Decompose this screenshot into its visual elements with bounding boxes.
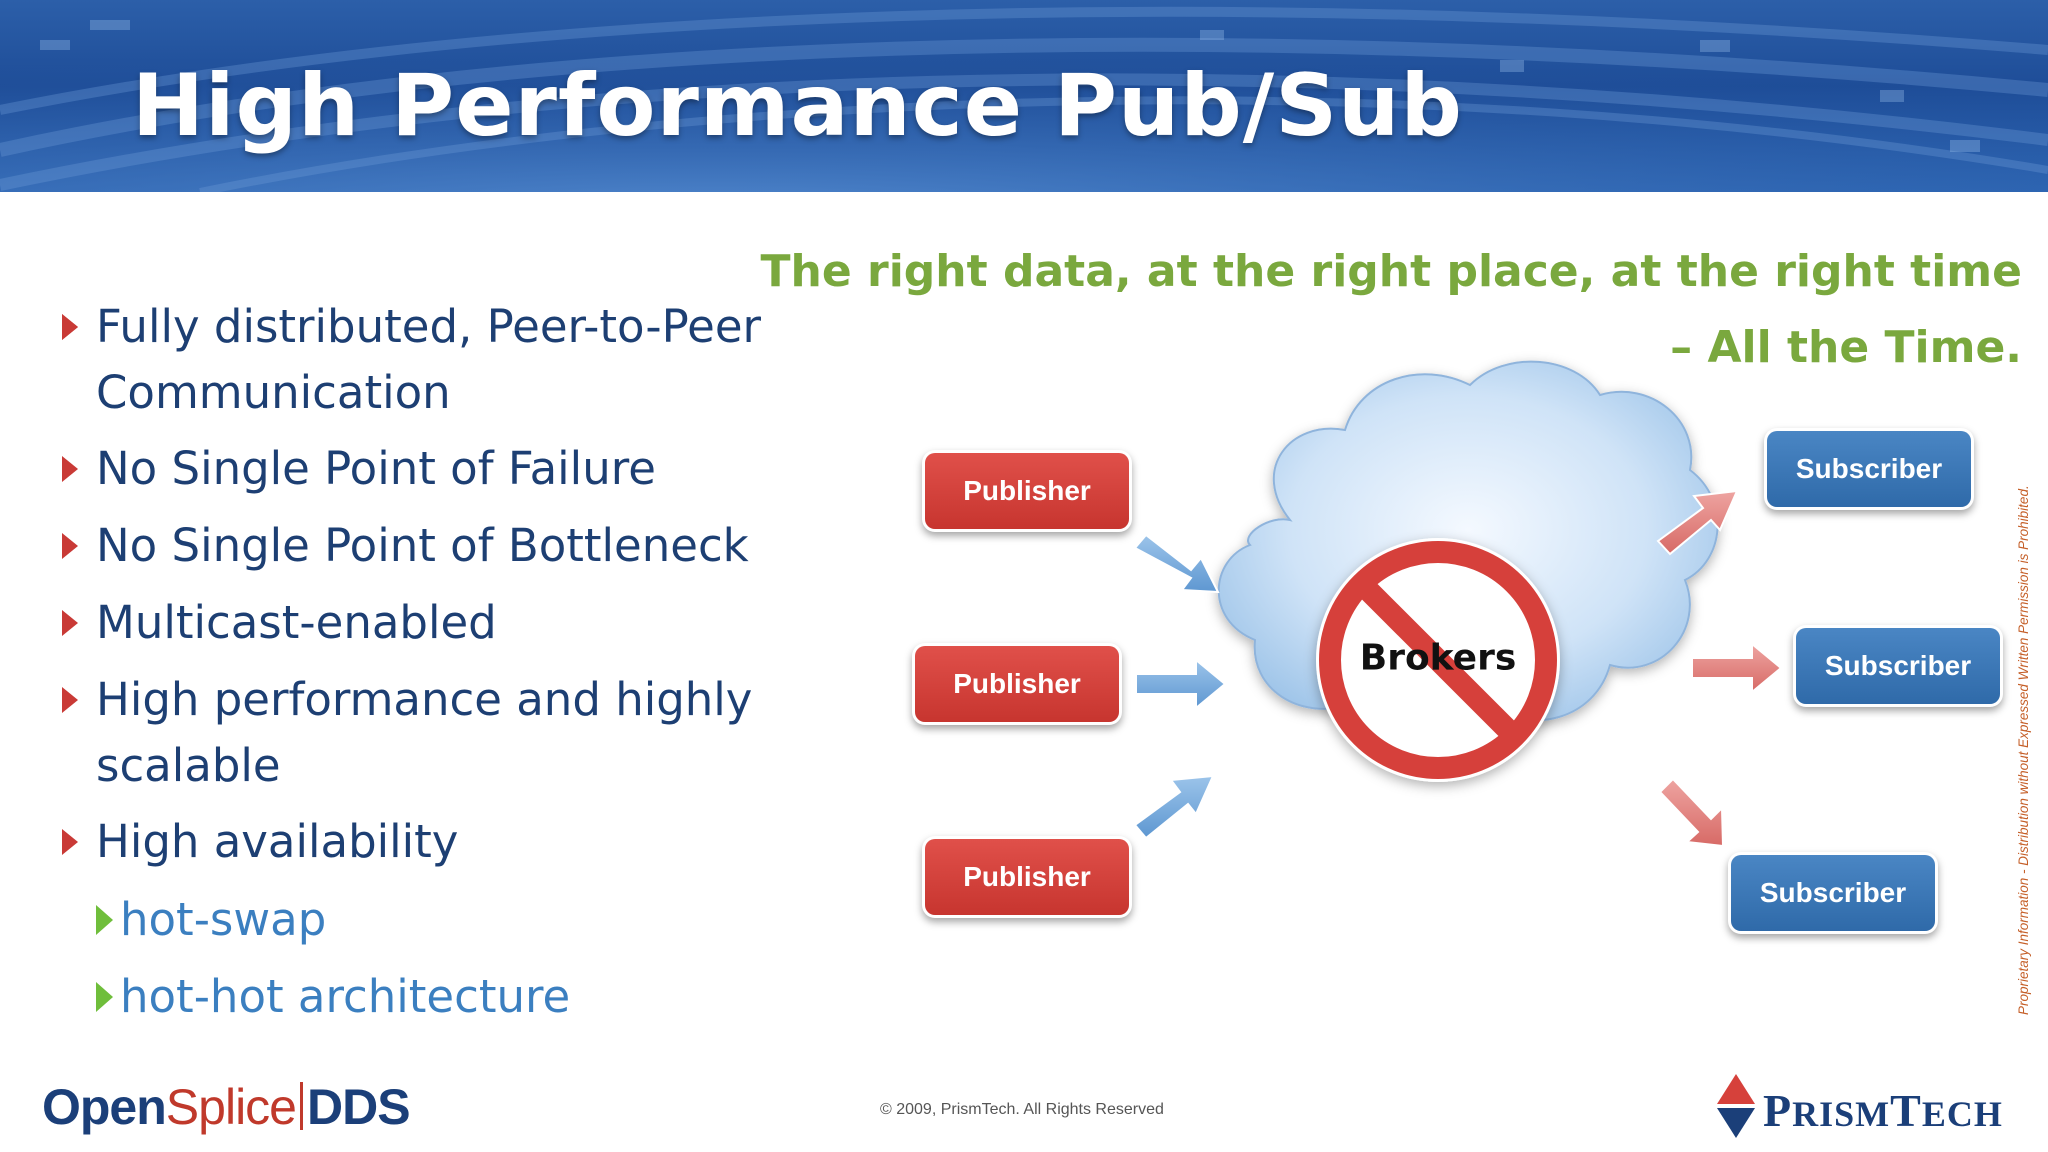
- arrow-subscriber-2-icon: [1691, 641, 1783, 695]
- arrow-publisher-1-icon: [1133, 533, 1220, 594]
- prismtech-wordmark: PRISMTECH: [1763, 1085, 2003, 1136]
- logo-text-open: Open: [42, 1079, 167, 1135]
- header-banner: High Performance Pub/Sub: [0, 0, 2048, 192]
- publisher-box-1: Publisher: [925, 453, 1129, 529]
- subscriber-box-2: Subscriber: [1796, 628, 2000, 704]
- publisher-box-3: Publisher: [925, 839, 1129, 915]
- bullet-arrow-icon: [62, 829, 78, 855]
- prismtech-logo: PRISMTECH: [1713, 1072, 2023, 1142]
- bullet-text: No Single Point of Bottleneck: [96, 519, 749, 572]
- subscriber-box-3: Subscriber: [1731, 855, 1935, 931]
- logo-text-splice: Splice: [165, 1079, 297, 1135]
- arrow-subscriber-1-icon: [1656, 489, 1739, 556]
- sub-bullet-text: hot-swap: [120, 893, 327, 946]
- sub-bullet-arrow-icon: [96, 905, 113, 935]
- bullet-text: High availability: [96, 815, 459, 868]
- logo-divider: [299, 1082, 303, 1130]
- bullet-arrow-icon: [62, 610, 78, 636]
- sub-bullet-arrow-icon: [96, 982, 113, 1012]
- subscriber-box-1: Subscriber: [1767, 431, 1971, 507]
- tagline-line-2: – All the Time.: [1670, 322, 2022, 373]
- publisher-box-2: Publisher: [915, 646, 1119, 722]
- no-brokers-sign-icon: [1316, 538, 1560, 782]
- arrow-subscriber-3-icon: [1658, 777, 1725, 848]
- bullet-text-continued: Communication: [96, 366, 451, 419]
- arrow-publisher-3-icon: [1133, 774, 1215, 840]
- logo-text-dds: DDS: [306, 1079, 411, 1135]
- bullet-arrow-icon: [62, 456, 78, 482]
- sub-bullet-text: hot-hot architecture: [120, 970, 571, 1023]
- bullet-text: Fully distributed, Peer-to-Peer: [96, 300, 762, 353]
- bullet-arrow-icon: [62, 533, 78, 559]
- slide-title: High Performance Pub/Sub: [132, 56, 1463, 156]
- bullet-text-continued: scalable: [96, 739, 281, 792]
- prism-triangle-icon: [1717, 1074, 1755, 1138]
- copyright-text: © 2009, PrismTech. All Rights Reserved: [880, 1101, 1164, 1118]
- brokers-label: Brokers: [1359, 637, 1517, 679]
- bullet-arrow-icon: [62, 314, 78, 340]
- tagline-line-1: The right data, at the right place, at t…: [760, 246, 2022, 297]
- bullet-text: No Single Point of Failure: [96, 442, 656, 495]
- proprietary-notice: Proprietary Information - Distribution w…: [2016, 485, 2031, 1015]
- arrow-publisher-2-icon: [1135, 657, 1227, 711]
- bullet-arrow-icon: [62, 687, 78, 713]
- banner-background-graphic: [0, 0, 2048, 192]
- bullet-text: Multicast-enabled: [96, 596, 497, 649]
- bullet-text: High performance and highly: [96, 673, 753, 726]
